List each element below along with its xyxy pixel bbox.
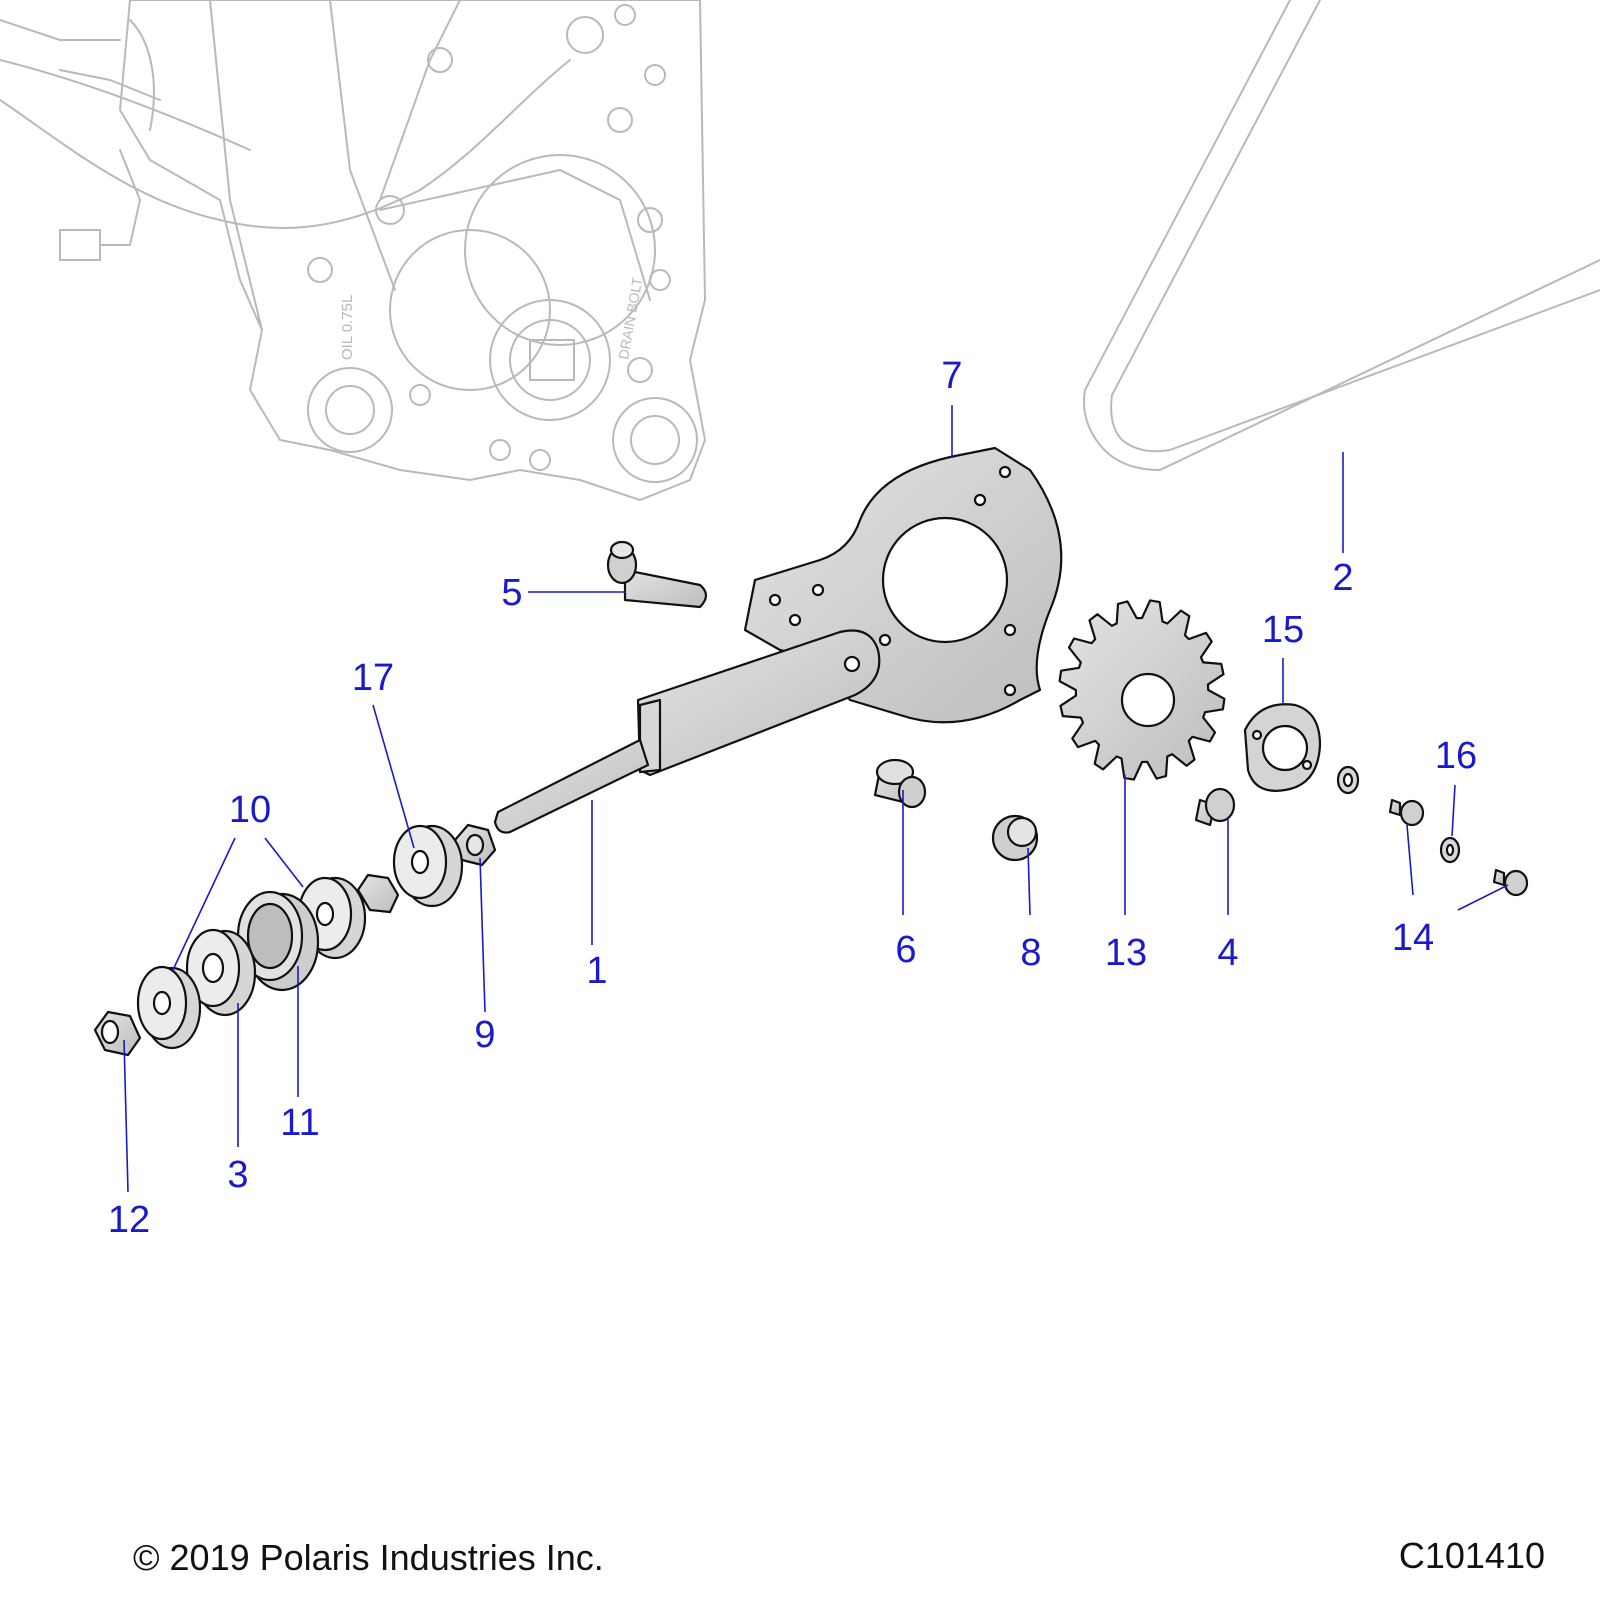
hex-nut-9 (453, 823, 497, 867)
drive-sprocket (1058, 599, 1226, 781)
washer-16 (1439, 836, 1461, 864)
callout-2: 2 (1332, 557, 1353, 599)
callout-7: 7 (941, 355, 962, 397)
callout-13: 13 (1105, 932, 1147, 974)
callout-labels: 7 2 5 17 15 16 10 1 6 8 13 4 14 9 11 3 1… (108, 355, 1477, 1241)
tensioner-arm (493, 629, 881, 834)
callout-14: 14 (1392, 917, 1434, 959)
sprocket-retainer-plate (1243, 703, 1322, 792)
callout-3: 3 (227, 1154, 248, 1196)
lock-nut-12 (93, 1010, 142, 1057)
callout-5: 5 (501, 572, 522, 614)
flange-nut (991, 814, 1039, 862)
copyright-notice: © 2019 Polaris Industries Inc. (133, 1537, 604, 1578)
callout-4: 4 (1217, 932, 1238, 974)
callout-11: 11 (280, 1102, 319, 1144)
callout-8: 8 (1020, 932, 1041, 974)
spacer-sleeve (873, 758, 927, 809)
washer-3 (185, 928, 257, 1017)
callout-17: 17 (352, 657, 394, 699)
washer-17 (392, 824, 464, 908)
diagram-code: C101410 (1399, 1535, 1545, 1576)
callout-16: 16 (1435, 735, 1477, 777)
callout-1: 1 (586, 950, 607, 992)
callout-9: 9 (474, 1014, 495, 1056)
engine-housing-ghost: OIL 0.75L DRAIN BOLT (0, 0, 707, 502)
oil-capacity-marking: OIL 0.75L (339, 295, 356, 360)
screw-lower (1492, 868, 1529, 897)
screw-upper (1388, 798, 1425, 827)
callout-12: 12 (108, 1199, 150, 1241)
leader-lines (123, 405, 1509, 1193)
hex-spacer (356, 873, 400, 914)
drive-belt (1083, 0, 1600, 471)
callout-10: 10 (229, 789, 271, 831)
callout-15: 15 (1262, 609, 1304, 651)
washer-10-left (136, 965, 202, 1050)
lock-washer-small (1336, 765, 1360, 795)
retainer-bolt (1194, 787, 1236, 827)
callout-6: 6 (895, 929, 916, 971)
pivot-bolt (606, 540, 708, 609)
